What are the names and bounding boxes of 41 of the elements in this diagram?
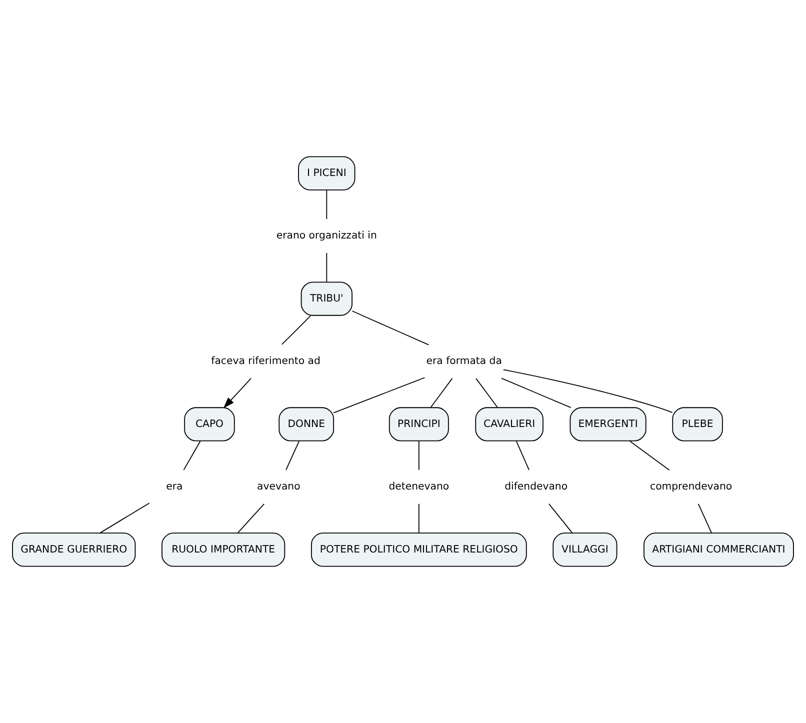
node-box: EMERGENTI — [570, 407, 646, 442]
connector — [516, 440, 530, 470]
node-box: RUOLO IMPORTANTE — [162, 532, 286, 567]
connector — [548, 503, 572, 534]
connector — [281, 315, 312, 345]
connector — [183, 440, 201, 470]
connector — [326, 190, 328, 220]
node-box: ARTIGIANI COMMERCIANTI — [644, 532, 794, 567]
connector — [326, 252, 328, 282]
node-box: TRIBU' — [300, 282, 352, 316]
node-box: POTERE POLITICO MILITARE RELIGIOSO — [310, 532, 527, 567]
connector — [333, 377, 426, 414]
node-box: PRINCIPI — [388, 407, 449, 442]
connector — [476, 378, 498, 408]
node-box: GRANDE GUERRIERO — [12, 532, 136, 567]
node-box: VILLAGGI — [552, 532, 618, 567]
connector — [286, 440, 300, 470]
node-text: avevano — [257, 482, 300, 493]
node-text: comprendevano — [650, 482, 732, 493]
node-text: era — [166, 482, 183, 493]
connector — [418, 503, 420, 534]
node-box: I PICENI — [298, 156, 356, 190]
arrow — [223, 378, 252, 408]
node-box: PLEBE — [672, 407, 723, 442]
connector — [501, 378, 572, 408]
node-box: DONNE — [278, 407, 334, 442]
connector — [100, 502, 150, 534]
node-text: detenevano — [388, 482, 450, 493]
connector — [502, 369, 673, 413]
connector — [430, 378, 453, 408]
node-box: CAVALIERI — [475, 407, 544, 442]
connector — [238, 503, 265, 534]
node-text: erano organizzati in — [276, 230, 377, 242]
connector — [698, 503, 712, 534]
connector — [352, 310, 430, 346]
connector — [629, 440, 670, 471]
node-text: era formata da — [426, 356, 502, 368]
node-text: faceva riferimento ad — [211, 356, 320, 368]
node-box: CAPO — [184, 407, 235, 442]
node-text: difendevano — [504, 482, 568, 493]
connector — [418, 440, 420, 470]
